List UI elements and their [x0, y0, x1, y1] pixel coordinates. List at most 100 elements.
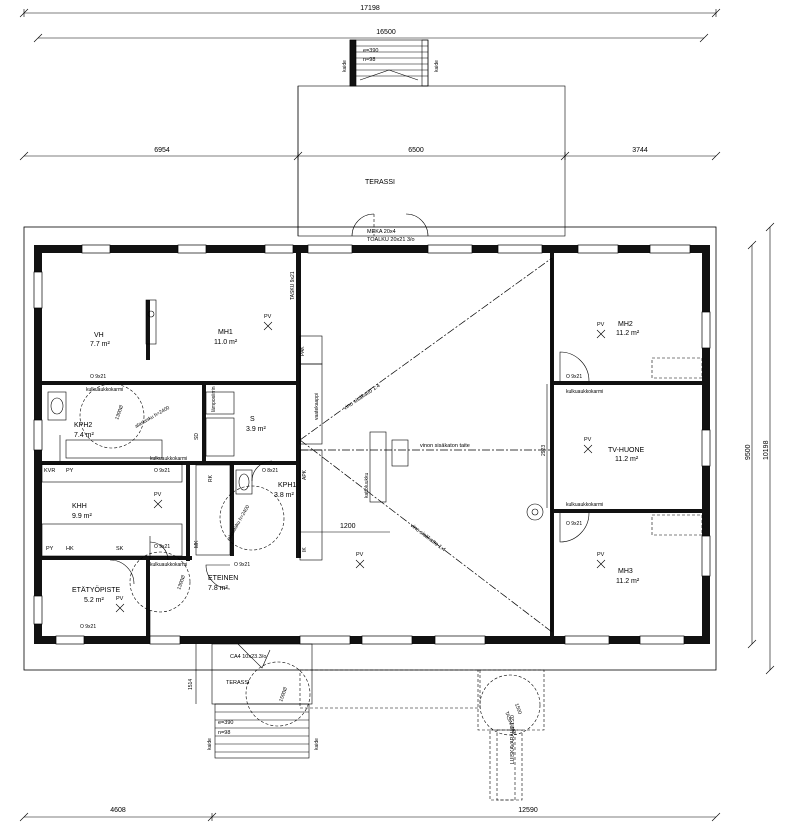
room-vh-area: 7.7 m² — [90, 341, 111, 348]
label-mk: MK — [194, 540, 200, 548]
fixtures — [41, 299, 703, 561]
door-vh: O 9x21 — [90, 374, 106, 380]
room-labels: VH 7.7 m² MH1 11.0 m² MH2 11.2 m² TV-HUO… — [72, 321, 645, 604]
room-tv-name: TV-HUONE — [608, 447, 645, 454]
kulkuaukko-2: kulkuaukkokarmi — [150, 456, 187, 462]
dim-bottom-right: 12590 — [518, 807, 538, 814]
label-sd: SD — [194, 433, 200, 440]
room-mh2-name: MH2 — [618, 321, 633, 328]
room-kph2-area: 7.4 m² — [74, 432, 95, 439]
room-mh3-name: MH3 — [618, 568, 633, 575]
pak: PAK — [300, 346, 306, 356]
top-terrace: e=390 n=98 kaide kaide TERASSI MEKA 20x4… — [297, 39, 566, 243]
kulkuaukko-3: kulkuaukkokarmi — [150, 562, 187, 568]
kattoluukku: kattoluukku — [364, 472, 370, 498]
interior-walls — [42, 253, 702, 636]
dim-mid-right: 3744 — [632, 147, 648, 154]
r1300-1: 1300Ø — [114, 404, 125, 420]
door-khh: O 9x21 — [154, 468, 170, 474]
luiskavaraus: LUISKAVARAUS 1:20 — [510, 715, 516, 764]
pv-tv: PV — [584, 437, 592, 443]
kaide-bottom-right: kaide — [314, 738, 320, 750]
kulkuaukko-1: kulkuaukkokarmi — [86, 387, 123, 393]
room-eteinen-area: 7.8 m² — [208, 585, 229, 592]
light-fixture-icons — [115, 321, 606, 613]
label-ik: IK — [302, 547, 308, 552]
room-kph2-name: KPH2 — [74, 422, 92, 429]
pv-khh: PV — [154, 492, 162, 498]
door-mh2: O 9x21 — [566, 374, 582, 380]
room-mh3-area: 11.2 m² — [616, 578, 640, 585]
door-ca4: CA4 10x23.3/o — [230, 654, 266, 660]
dim-top-inner: 16500 — [376, 29, 396, 36]
label-apk: APK — [302, 469, 308, 480]
door-meka: MEKA 20x4 — [367, 229, 396, 235]
door-eteinen: O 9x21 — [234, 562, 250, 568]
bottom-dimension-lines: 4608 12590 — [19, 807, 721, 822]
room-eteinen-name: ETEINEN — [208, 575, 238, 582]
r1500: 1500Ø — [278, 686, 289, 702]
dim-right-total: 10198 — [763, 440, 770, 460]
room-kph1-area: 3.8 m² — [274, 492, 295, 499]
dim-1514: 1514 — [188, 679, 194, 690]
ceiling-slope-1: vino sisäkatto 1:4 — [343, 383, 382, 412]
label-py-1: PY — [66, 468, 74, 474]
annotations: PV PV PV PV PV PV PV O 9x21 O 9x21 O 9x2… — [44, 271, 605, 630]
ceiling-lines — [299, 257, 553, 633]
room-mh1-area: 11.0 m² — [214, 339, 238, 346]
label-rk: RK — [208, 474, 214, 482]
vaatekaappi: vaatekaappi — [314, 393, 320, 420]
pv-mh2: PV — [597, 322, 605, 328]
windows — [33, 244, 711, 645]
label-sk: SK — [116, 546, 124, 552]
stair-top-n: n=98 — [363, 57, 375, 63]
room-s-name: S — [250, 416, 255, 423]
kaide-bottom-left: kaide — [207, 738, 213, 750]
door-toalku: TOALKU 20x21 3/o — [367, 237, 415, 243]
pv-mh3: PV — [597, 552, 605, 558]
exterior-walls — [34, 245, 710, 644]
dim-bottom-left: 4608 — [110, 807, 126, 814]
door-kph1: O 8x21 — [262, 468, 278, 474]
alaslasku-1: alaslasku h=2400 — [134, 405, 171, 430]
lamposiirrin: lämposiirrin — [211, 386, 217, 412]
label-hk: HK — [66, 546, 74, 552]
kulkuaukko-5: kulkuaukkokarmi — [566, 502, 603, 508]
kaide-top-right: kaide — [434, 60, 440, 72]
room-mh1-name: MH1 — [218, 329, 233, 336]
label-kvr: KVR — [44, 468, 55, 474]
top-dimension-lines: 17198 16500 6954 6500 3744 — [19, 5, 721, 161]
pv-hall: PV — [356, 552, 364, 558]
ceiling-slope-2: vino sisäkatto 1:4 — [409, 523, 447, 553]
tasanne-size: 1500 — [513, 703, 523, 716]
dim-2923: 2923 — [541, 445, 547, 456]
label-py-2: PY — [46, 546, 54, 552]
dim-mid-left: 6954 — [154, 147, 170, 154]
kulkuaukko-4: kulkuaukkokarmi — [566, 389, 603, 395]
r1300-2: 1300Ø — [176, 574, 187, 590]
kaide-top-left: kaide — [342, 60, 348, 72]
tasku-door: TASKU 9x21 — [290, 271, 296, 300]
room-tv-area: 11.2 m² — [615, 456, 639, 463]
right-dimension-lines: 9500 10198 — [745, 222, 775, 675]
room-etatyopiste-name: ETÄTYÖPISTE — [72, 586, 121, 594]
door-mh3: O 9x21 — [566, 521, 582, 527]
pv-mh1: PV — [264, 314, 272, 320]
dim-right-inner: 9500 — [745, 444, 752, 460]
room-khh-name: KHH — [72, 503, 87, 510]
room-vh-name: VH — [94, 332, 104, 339]
room-kph1-name: KPH1 — [278, 482, 296, 489]
bottom-terrace: e=390 n=98 kaide kaide TERASSI CA4 10x23… — [188, 643, 545, 801]
stair-bottom-e: e=390 — [218, 720, 233, 726]
room-khh-area: 9.9 m² — [72, 513, 93, 520]
room-mh2-area: 11.2 m² — [616, 330, 640, 337]
door-eta: O 9x21 — [154, 544, 170, 550]
room-etatyopiste-area: 5.2 m² — [84, 597, 105, 604]
dim-mid-center: 6500 — [408, 147, 424, 154]
dim-top-total: 17198 — [360, 5, 380, 12]
terrace-bottom-label: TERASSI — [226, 680, 250, 686]
terrace-top-label: TERASSI — [365, 179, 395, 186]
doors — [59, 351, 590, 669]
internal-dimensions: 1200 2923 — [300, 384, 548, 533]
